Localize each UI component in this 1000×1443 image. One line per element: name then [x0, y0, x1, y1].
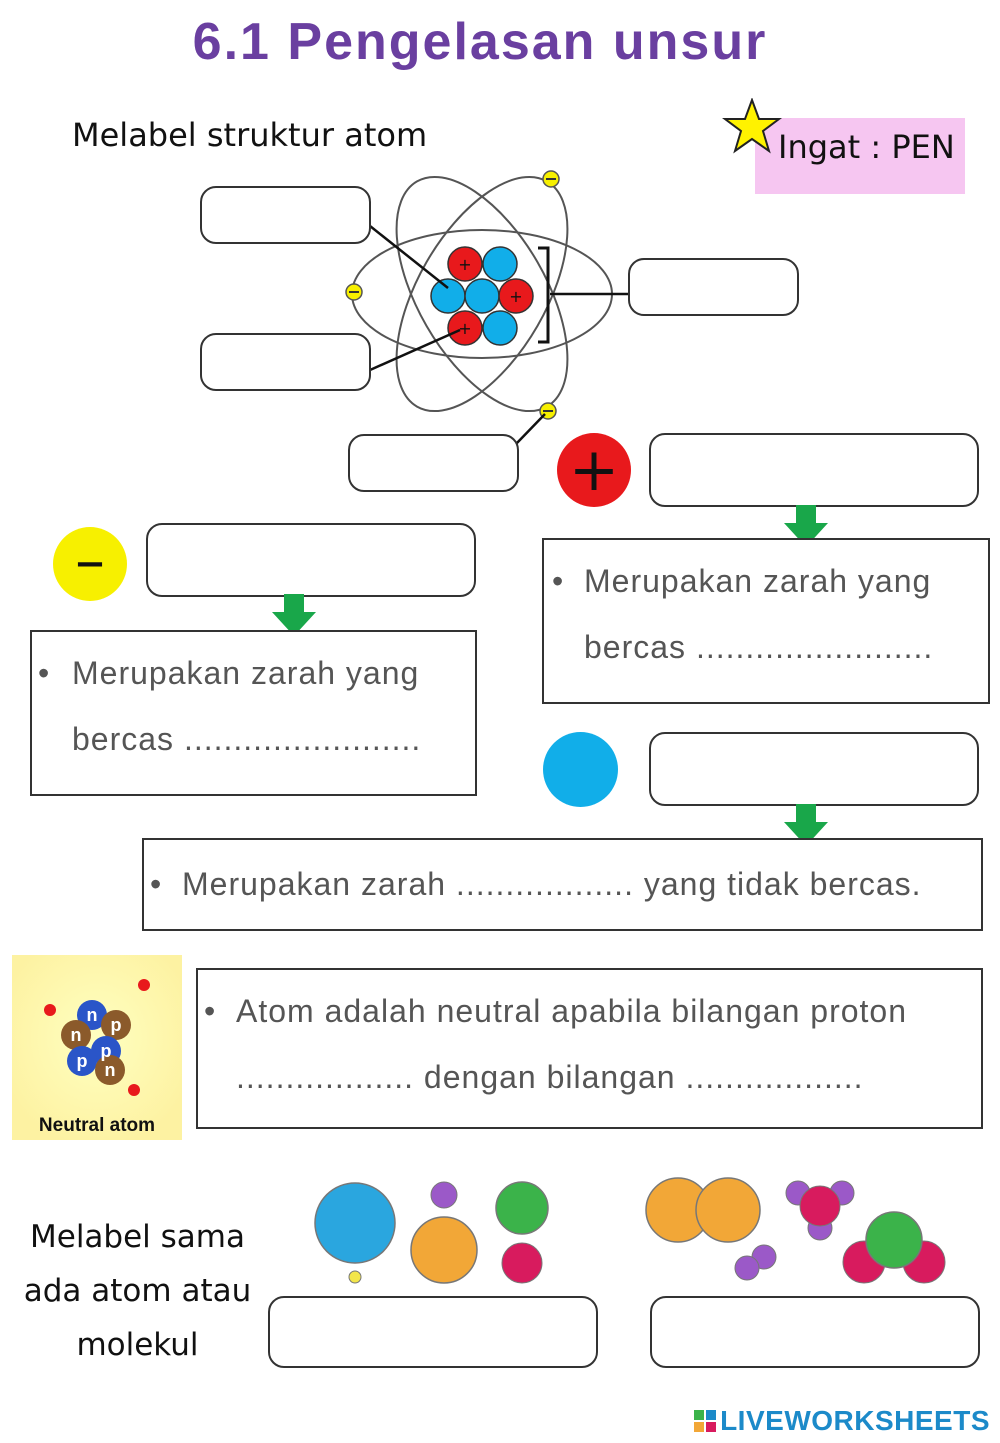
neutral-atom-image: n p n p p n [12, 955, 182, 1140]
particle-label: n [87, 1005, 98, 1025]
proton-symbol: + [557, 433, 631, 507]
neutron-symbol [543, 732, 618, 807]
neutron-statement-box [142, 838, 983, 931]
arrow-down-icon [784, 505, 828, 547]
answer-input-molecules[interactable] [652, 1298, 978, 1366]
answer-input-atom-2[interactable] [202, 335, 369, 389]
pointer-lines [369, 225, 630, 445]
proton-statement: Merupakan zarah yang bercas ............… [584, 563, 934, 665]
bullet: • [38, 655, 51, 691]
answer-box-atom-3[interactable] [628, 258, 799, 316]
svg-text:+: + [509, 287, 522, 306]
neutral-statement-box [196, 968, 983, 1129]
answer-input-atom-1[interactable] [202, 188, 369, 242]
ingat-text: Ingat : PEN [778, 128, 955, 166]
svg-text:+: + [458, 319, 471, 338]
liveworksheets-icon [694, 1410, 717, 1432]
answer-input-atom-3[interactable] [630, 260, 797, 314]
arrow-down-icon [272, 594, 316, 636]
answer-box-electron[interactable] [146, 523, 476, 597]
answer-box-atom-1[interactable] [200, 186, 371, 244]
particle-label: n [71, 1025, 82, 1045]
answer-input-electron[interactable] [148, 525, 474, 595]
proton-statement-box [542, 538, 990, 704]
neutral-statement: Atom adalah neutral apabila bilangan pro… [236, 993, 908, 1095]
answer-input-proton[interactable] [651, 435, 977, 505]
svg-text:+: + [458, 255, 471, 274]
particle-label: p [111, 1015, 122, 1035]
bullet: • [552, 563, 565, 599]
section-label-atom-structure: Melabel struktur atom [72, 116, 428, 154]
nucleus: + + + [430, 246, 534, 346]
answer-input-atom-4[interactable] [350, 436, 517, 490]
bullet: • [204, 993, 217, 1029]
answer-box-atom-4[interactable] [348, 434, 519, 492]
answer-box-molecules[interactable] [650, 1296, 980, 1368]
neutron-statement: Merupakan zarah .................. yang … [182, 866, 922, 902]
electron-statement-box [30, 630, 477, 796]
page-title: 6.1 Pengelasan unsur [192, 13, 768, 71]
particle-label: p [101, 1041, 112, 1061]
answer-box-neutron[interactable] [649, 732, 979, 806]
electron-statement: Merupakan zarah yang bercas ............… [72, 655, 422, 757]
molecules-picture [645, 1177, 946, 1284]
answer-box-proton[interactable] [649, 433, 979, 507]
neutral-atom-caption: Neutral atom [38, 1115, 156, 1136]
arrow-down-icon [784, 804, 828, 846]
particle-label: n [105, 1060, 116, 1080]
answer-input-atoms[interactable] [270, 1298, 596, 1366]
ingat-box [755, 118, 965, 194]
atoms-picture [314, 1181, 549, 1284]
liveworksheets-logo: LIVEWORKSHEETS [694, 1405, 990, 1437]
answer-input-neutron[interactable] [651, 734, 977, 804]
section-label-atom-molecule: Melabel sama ada atom atau molekul [23, 1219, 252, 1363]
bullet: • [150, 866, 163, 902]
particle-label: p [77, 1051, 88, 1071]
star-icon [722, 98, 782, 154]
answer-box-atoms[interactable] [268, 1296, 598, 1368]
electron-symbol: – [53, 527, 127, 601]
answer-box-atom-2[interactable] [200, 333, 371, 391]
